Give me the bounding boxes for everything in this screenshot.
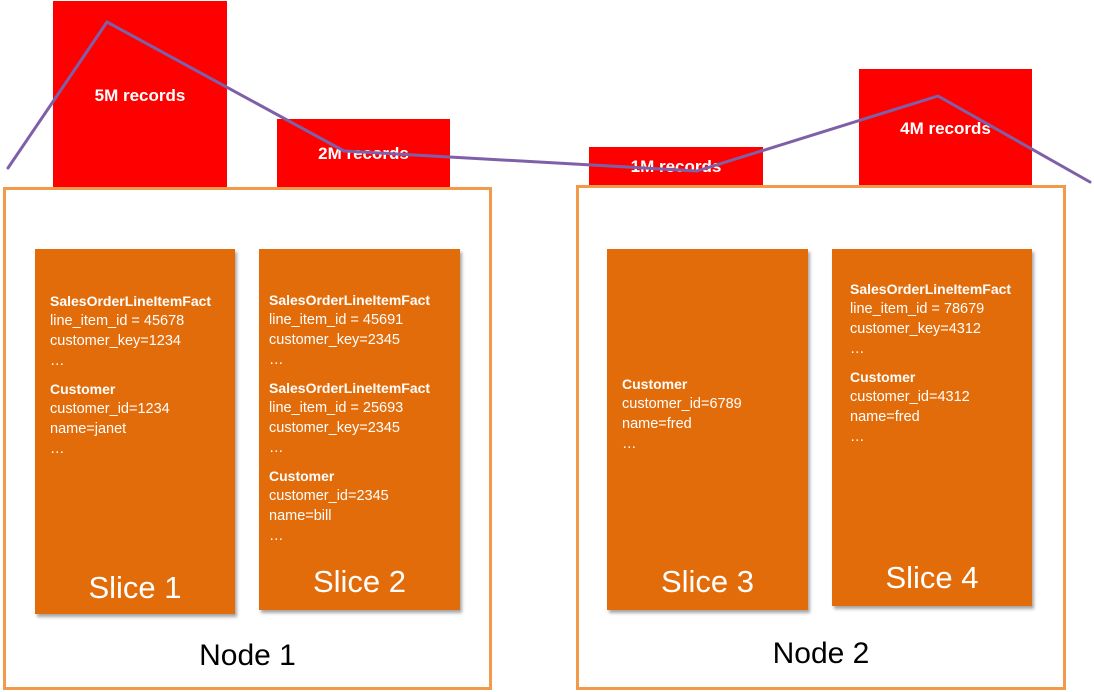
record-ellipsis: … (269, 352, 284, 368)
slice-2: SalesOrderLineItemFact line_item_id = 45… (259, 249, 460, 610)
bar-slice-1: 5M records (53, 1, 227, 189)
record-field: name=fred (622, 416, 692, 432)
record-field: name=bill (269, 508, 332, 524)
record-ellipsis: … (622, 436, 637, 452)
record-field: customer_key=4312 (850, 321, 981, 337)
record-field: customer_id=6789 (622, 396, 742, 412)
slice-label: Slice 2 (312, 564, 407, 599)
slice-label: Slice 4 (885, 560, 979, 595)
slice-3: Customer customer_id=6789 name=fred … Sl… (607, 249, 808, 610)
record-table-name: Customer (850, 369, 916, 385)
record-block: Customer customer_id=1234 name=janet … (50, 379, 231, 459)
record-block: SalesOrderLineItemFact line_item_id = 45… (50, 291, 231, 371)
record-ellipsis: … (269, 440, 284, 456)
record-table-name: SalesOrderLineItemFact (50, 293, 212, 309)
record-table-name: Customer (269, 468, 335, 484)
record-field: name=janet (50, 421, 127, 437)
bar-slice-4: 4M records (859, 69, 1032, 187)
bar-slice-2: 2M records (277, 119, 450, 189)
record-field: customer_key=2345 (269, 420, 400, 436)
record-block: SalesOrderLineItemFact line_item_id = 78… (850, 279, 1028, 359)
record-block: Customer customer_id=2345 name=bill … (269, 466, 456, 546)
bar-label-slice-1: 5M records (94, 86, 186, 105)
record-block: Customer customer_id=6789 name=fred … (622, 374, 804, 454)
record-field: customer_key=2345 (269, 332, 400, 348)
bar-label-slice-4: 4M records (900, 119, 991, 138)
record-table-name: Customer (50, 381, 116, 397)
record-ellipsis: … (50, 441, 65, 457)
record-table-name: SalesOrderLineItemFact (269, 292, 431, 308)
record-field: line_item_id = 78679 (850, 301, 985, 317)
slice-4: SalesOrderLineItemFact line_item_id = 78… (832, 249, 1032, 606)
record-ellipsis: … (850, 429, 865, 445)
slice-1: SalesOrderLineItemFact line_item_id = 45… (35, 249, 235, 614)
record-table-name: SalesOrderLineItemFact (850, 281, 1012, 297)
node-label: Node 1 (199, 639, 296, 672)
record-block: SalesOrderLineItemFact line_item_id = 45… (269, 290, 456, 370)
record-field: line_item_id = 25693 (269, 400, 404, 416)
record-table-name: SalesOrderLineItemFact (269, 380, 431, 396)
record-field: customer_key=1234 (50, 333, 181, 349)
bar-label-slice-2: 2M records (318, 144, 409, 163)
record-ellipsis: … (50, 353, 65, 369)
record-block: Customer customer_id=4312 name=fred … (850, 367, 1028, 447)
slice-label: Slice 3 (660, 564, 755, 599)
record-table-name: Customer (622, 376, 688, 392)
record-field: customer_id=2345 (269, 488, 389, 504)
record-block: SalesOrderLineItemFact line_item_id = 25… (269, 378, 456, 458)
bar-label-slice-3: 1M records (630, 157, 722, 176)
record-field: line_item_id = 45678 (50, 313, 185, 329)
node-label: Node 2 (772, 637, 870, 670)
record-ellipsis: … (269, 528, 284, 544)
record-field: customer_id=1234 (50, 401, 170, 417)
record-field: customer_id=4312 (850, 389, 970, 405)
record-field: line_item_id = 45691 (269, 312, 404, 328)
record-field: name=fred (850, 409, 920, 425)
bar-slice-3: 1M records (589, 147, 763, 187)
record-ellipsis: … (850, 341, 865, 357)
slice-label: Slice 1 (88, 570, 182, 605)
